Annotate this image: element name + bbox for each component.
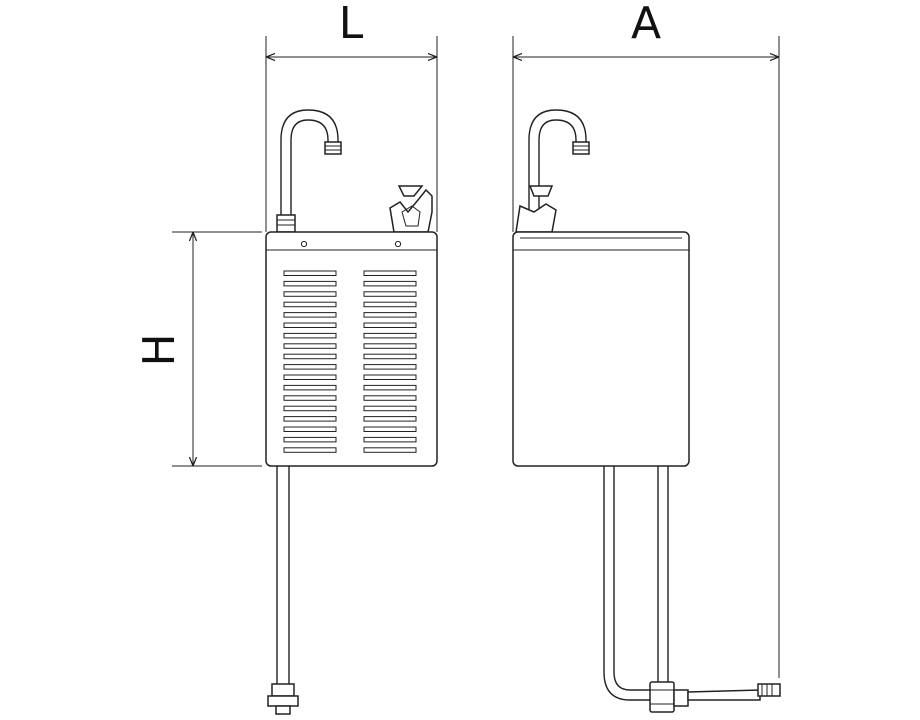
louver-slat [283, 405, 337, 412]
bubbler [389, 185, 433, 233]
louver-slat [283, 426, 337, 432]
louver-slat [283, 291, 337, 297]
louver-slat [283, 353, 337, 360]
dimension-h: H [134, 231, 262, 467]
louver-slat [363, 353, 417, 360]
louver-slat [363, 426, 417, 432]
louver-slat [283, 364, 337, 370]
louver-slat [283, 384, 337, 391]
louver-slat [363, 364, 417, 370]
louver-slat [363, 312, 417, 318]
louver-slat [363, 447, 417, 453]
louver-grille [283, 270, 417, 453]
louver-slat [283, 312, 337, 318]
louver-slat [283, 280, 337, 287]
louver-slat [283, 416, 337, 422]
louver-slat [283, 395, 337, 401]
dimension-l: L [265, 0, 438, 232]
louver-slat [363, 280, 417, 287]
louver-slat [283, 301, 337, 308]
louver-slat [363, 384, 417, 391]
louver-slat [283, 436, 337, 443]
louver-slat [363, 291, 417, 297]
side-gooseneck-tap [515, 109, 590, 233]
front-support-leg [267, 466, 299, 715]
side-cabinet [512, 231, 690, 467]
louver-slat [363, 301, 417, 308]
louver-slat [363, 343, 417, 349]
louver-slat [363, 416, 417, 422]
louver-slat [283, 447, 337, 453]
front-view: L H [134, 0, 438, 715]
louver-slat [363, 374, 417, 380]
gooseneck-tap [276, 109, 342, 233]
dimension-a: A [512, 0, 780, 678]
louver-slat [283, 270, 337, 276]
louver-slat [363, 405, 417, 412]
louver-slat [363, 332, 417, 339]
louver-slat [283, 322, 337, 328]
louver-slat [363, 322, 417, 328]
louver-slat [283, 374, 337, 380]
dimension-l-label: L [339, 0, 364, 49]
side-support-pipes [603, 466, 781, 713]
dimension-a-label: A [631, 0, 661, 49]
louver-slat [363, 395, 417, 401]
side-view: A [512, 0, 781, 713]
louver-slat [363, 436, 417, 443]
louver-slat [363, 270, 417, 276]
louver-slat [283, 343, 337, 349]
dimension-h-label: H [134, 333, 185, 366]
louver-slat [283, 332, 337, 339]
